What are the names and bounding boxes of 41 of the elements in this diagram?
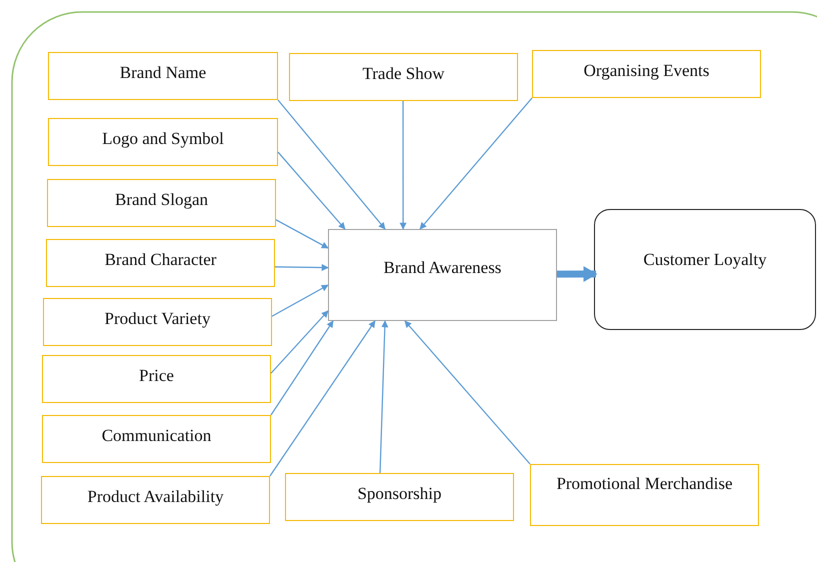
outcome-box (594, 209, 816, 330)
arrow (420, 98, 532, 230)
box-label: Customer Loyalty (642, 249, 768, 271)
arrow (270, 310, 328, 374)
factor-box (289, 53, 518, 101)
box-label: Brand Awareness (382, 257, 502, 279)
factor-box (47, 179, 276, 227)
box-label: Product Availability (86, 486, 225, 508)
box-label: Promotional Merchandise (555, 473, 734, 495)
box-label: Brand Name (118, 62, 208, 84)
factor-box (532, 50, 761, 98)
factor-box (41, 476, 270, 524)
arrow (404, 320, 530, 464)
arrow (270, 320, 376, 476)
box-label: Brand Slogan (114, 189, 210, 211)
arrow (275, 264, 329, 272)
factor-box (46, 239, 275, 287)
block-arrow (556, 267, 598, 281)
arrow (379, 320, 388, 474)
factor-box (43, 298, 272, 346)
factor-box (42, 355, 271, 403)
box-label: Communication (100, 425, 212, 447)
box-label: Organising Events (582, 60, 710, 82)
arrow (270, 320, 334, 416)
box-label: Trade Show (361, 63, 446, 85)
factor-box (285, 473, 514, 521)
arrow (400, 101, 407, 230)
box-label: Product Variety (104, 308, 212, 330)
arrow (278, 152, 346, 230)
process-box (328, 229, 557, 321)
arrow (278, 100, 386, 230)
box-label: Logo and Symbol (101, 128, 225, 150)
factor-box (42, 415, 271, 463)
factor-box (530, 464, 759, 526)
arrow (272, 284, 329, 317)
box-label: Sponsorship (356, 483, 443, 505)
arrow (276, 219, 329, 249)
factor-box (48, 118, 278, 166)
box-label: Brand Character (104, 249, 218, 271)
factor-box (48, 52, 278, 100)
box-label: Price (138, 365, 175, 387)
